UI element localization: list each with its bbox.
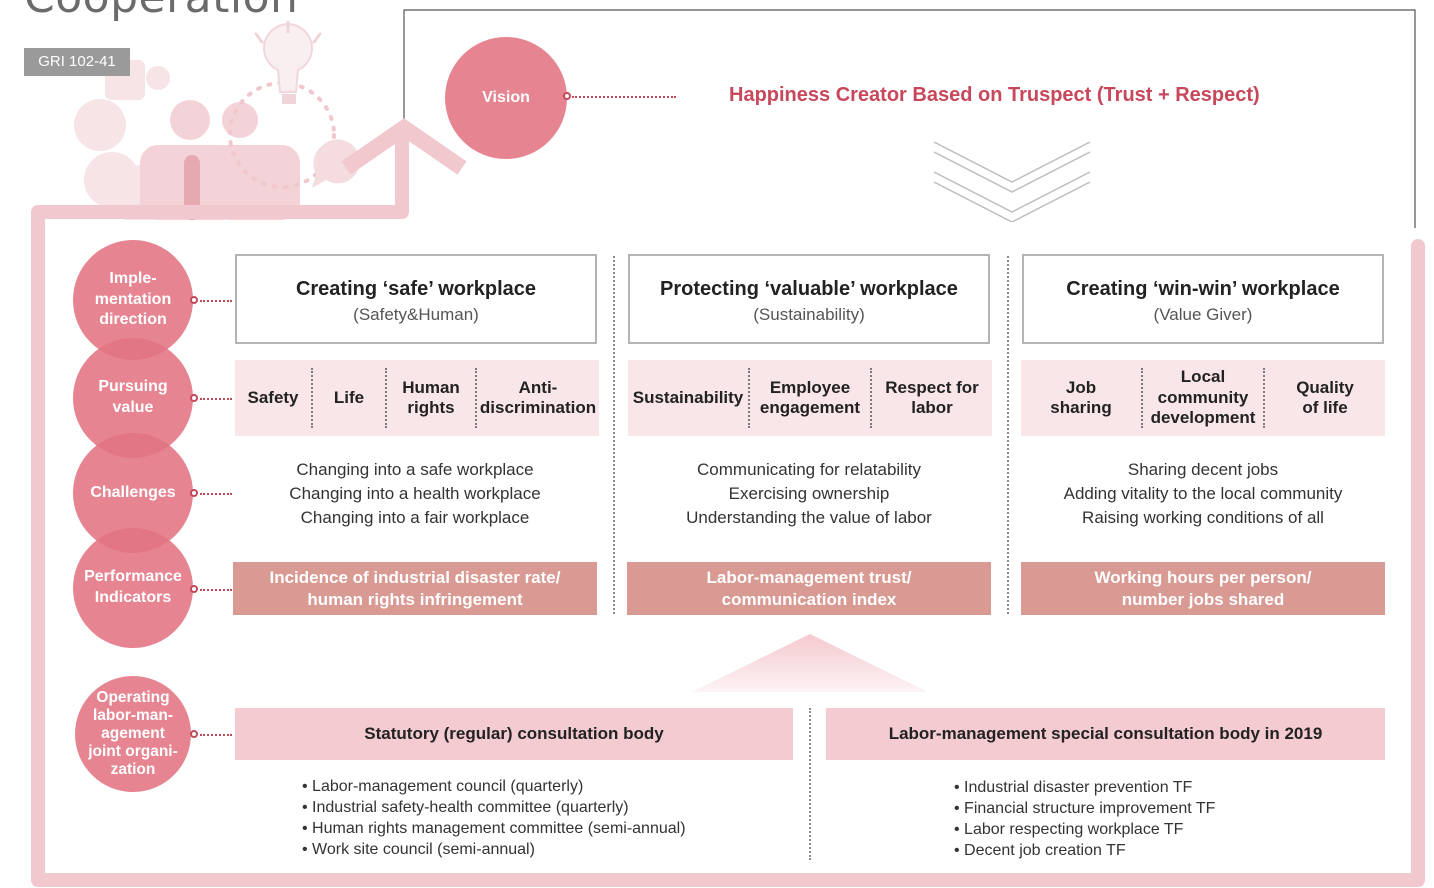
value-item: Job sharing bbox=[1050, 377, 1112, 417]
up-arrow-icon bbox=[692, 634, 928, 692]
direction-subtitle: (Sustainability) bbox=[753, 305, 865, 324]
value-separator bbox=[1263, 368, 1265, 428]
value-item: Safety bbox=[247, 387, 299, 407]
value-item: Quality of life bbox=[1296, 377, 1354, 417]
gri-badge: GRI 102-41 bbox=[24, 48, 130, 76]
list-item: • Labor-management council (quarterly) bbox=[302, 778, 584, 795]
row-connector bbox=[200, 734, 232, 736]
indicator-line: human rights infringement bbox=[307, 589, 523, 609]
row-connector-dot bbox=[190, 730, 198, 738]
challenges-win-win: Sharing decent jobs Adding vitality to t… bbox=[1022, 458, 1384, 530]
page-heading: Cooperation bbox=[24, 0, 298, 23]
direction-subtitle: (Safety&Human) bbox=[353, 305, 479, 324]
row-connector-dot bbox=[190, 489, 198, 497]
challenge-item: Exercising ownership bbox=[728, 484, 890, 503]
row-connector bbox=[200, 398, 232, 400]
chevron-down-icon bbox=[933, 141, 1091, 222]
vision-label: Vision bbox=[482, 88, 530, 106]
direction-box-win-win: Creating ‘win-win’ workplace (Value Give… bbox=[1022, 254, 1384, 344]
special-body-list: • Industrial disaster prevention TF • Fi… bbox=[954, 777, 1215, 861]
indicator-safe: Incidence of industrial disaster rate/ h… bbox=[233, 562, 597, 615]
list-item: • Labor respecting workplace TF bbox=[954, 821, 1184, 838]
challenge-item: Adding vitality to the local community bbox=[1063, 484, 1343, 503]
challenge-item: Understanding the value of labor bbox=[686, 508, 932, 527]
direction-title: Creating ‘win-win’ workplace bbox=[1066, 278, 1340, 300]
value-bar-safe: Safety Life Human rights Anti- discrimin… bbox=[235, 360, 599, 436]
row-connector-dot bbox=[190, 296, 198, 304]
list-item: • Work site council (semi-annual) bbox=[302, 841, 535, 858]
direction-box-valuable: Protecting ‘valuable’ workplace (Sustain… bbox=[628, 254, 990, 344]
list-item: • Industrial disaster prevention TF bbox=[954, 779, 1193, 796]
row-connector-dot bbox=[190, 585, 198, 593]
value-bar-valuable: Sustainability Employee engagement Respe… bbox=[628, 360, 992, 436]
indicator-line: Working hours per person/ bbox=[1094, 567, 1312, 587]
value-separator bbox=[748, 368, 750, 428]
challenge-item: Changing into a fair workplace bbox=[300, 508, 530, 527]
challenge-item: Communicating for relatability bbox=[697, 460, 921, 479]
value-separator bbox=[870, 368, 872, 428]
indicator-line: number jobs shared bbox=[1121, 589, 1285, 609]
statutory-body-bar: Statutory (regular) consultation body bbox=[235, 708, 793, 760]
indicator-valuable: Labor-management trust/ communication in… bbox=[627, 562, 991, 615]
value-item: Life bbox=[333, 387, 365, 407]
value-bar-win-win: Job sharing Local community development … bbox=[1021, 360, 1385, 436]
column-separator bbox=[1007, 256, 1009, 614]
value-separator bbox=[311, 368, 313, 428]
row-connector bbox=[200, 589, 232, 591]
organization-separator bbox=[809, 708, 811, 860]
teamwork-illustration bbox=[74, 20, 360, 220]
direction-title: Creating ‘safe’ workplace bbox=[295, 278, 537, 300]
challenge-item: Raising working conditions of all bbox=[1082, 508, 1324, 527]
column-separator bbox=[613, 256, 615, 614]
row-connector-dot bbox=[190, 394, 198, 402]
indicator-line: Labor-management trust/ bbox=[706, 567, 912, 587]
value-item: Anti- discrimination bbox=[479, 377, 597, 417]
direction-title: Protecting ‘valuable’ workplace bbox=[660, 278, 958, 300]
vision-statement: Happiness Creator Based on Truspect (Tru… bbox=[729, 84, 1260, 106]
value-separator bbox=[475, 368, 477, 428]
special-body-bar: Labor-management special consultation bo… bbox=[826, 708, 1385, 760]
statutory-body-list: • Labor-management council (quarterly) •… bbox=[302, 776, 686, 860]
challenges-label: Challenges bbox=[90, 483, 176, 501]
vision-connector-dot bbox=[563, 92, 571, 100]
indicator-line: Incidence of industrial disaster rate/ bbox=[269, 567, 561, 587]
value-item: Human rights bbox=[402, 377, 460, 417]
vision-circle: Vision bbox=[445, 37, 567, 159]
operating-organization-label: Operating labor-man- agement joint organ… bbox=[88, 689, 178, 778]
value-separator bbox=[385, 368, 387, 428]
list-item: • Human rights management committee (sem… bbox=[302, 820, 686, 837]
value-separator bbox=[1141, 368, 1143, 428]
list-item: • Industrial safety-health committee (qu… bbox=[302, 799, 629, 816]
list-item: • Financial structure improvement TF bbox=[954, 800, 1216, 817]
challenges-valuable: Communicating for relatability Exercisin… bbox=[628, 458, 990, 530]
direction-subtitle: (Value Giver) bbox=[1153, 305, 1253, 324]
operating-organization-circle: Operating labor-man- agement joint organ… bbox=[75, 676, 191, 792]
indicator-line: communication index bbox=[721, 589, 897, 609]
challenge-item: Changing into a safe workplace bbox=[296, 460, 534, 479]
pursuing-value-label: Pursuing value bbox=[98, 378, 168, 416]
vision-connector bbox=[572, 96, 676, 98]
challenge-item: Sharing decent jobs bbox=[1127, 460, 1279, 479]
value-item: Local community development bbox=[1150, 367, 1256, 428]
implementation-direction-label: Imple- mentation direction bbox=[94, 269, 172, 329]
row-connector bbox=[200, 300, 232, 302]
value-item: Sustainability bbox=[632, 387, 744, 407]
row-connector bbox=[200, 493, 232, 495]
performance-indicators-circle: Performance Indicators bbox=[73, 528, 193, 648]
direction-box-safe: Creating ‘safe’ workplace (Safety&Human) bbox=[235, 254, 597, 344]
list-item: • Decent job creation TF bbox=[954, 842, 1126, 859]
challenges-safe: Changing into a safe workplace Changing … bbox=[234, 458, 596, 530]
value-item: Respect for labor bbox=[885, 377, 979, 417]
indicator-win-win: Working hours per person/ number jobs sh… bbox=[1021, 562, 1385, 615]
performance-indicators-label: Performance Indicators bbox=[84, 568, 182, 606]
value-item: Employee engagement bbox=[759, 377, 861, 417]
challenge-item: Changing into a health workplace bbox=[289, 484, 541, 503]
